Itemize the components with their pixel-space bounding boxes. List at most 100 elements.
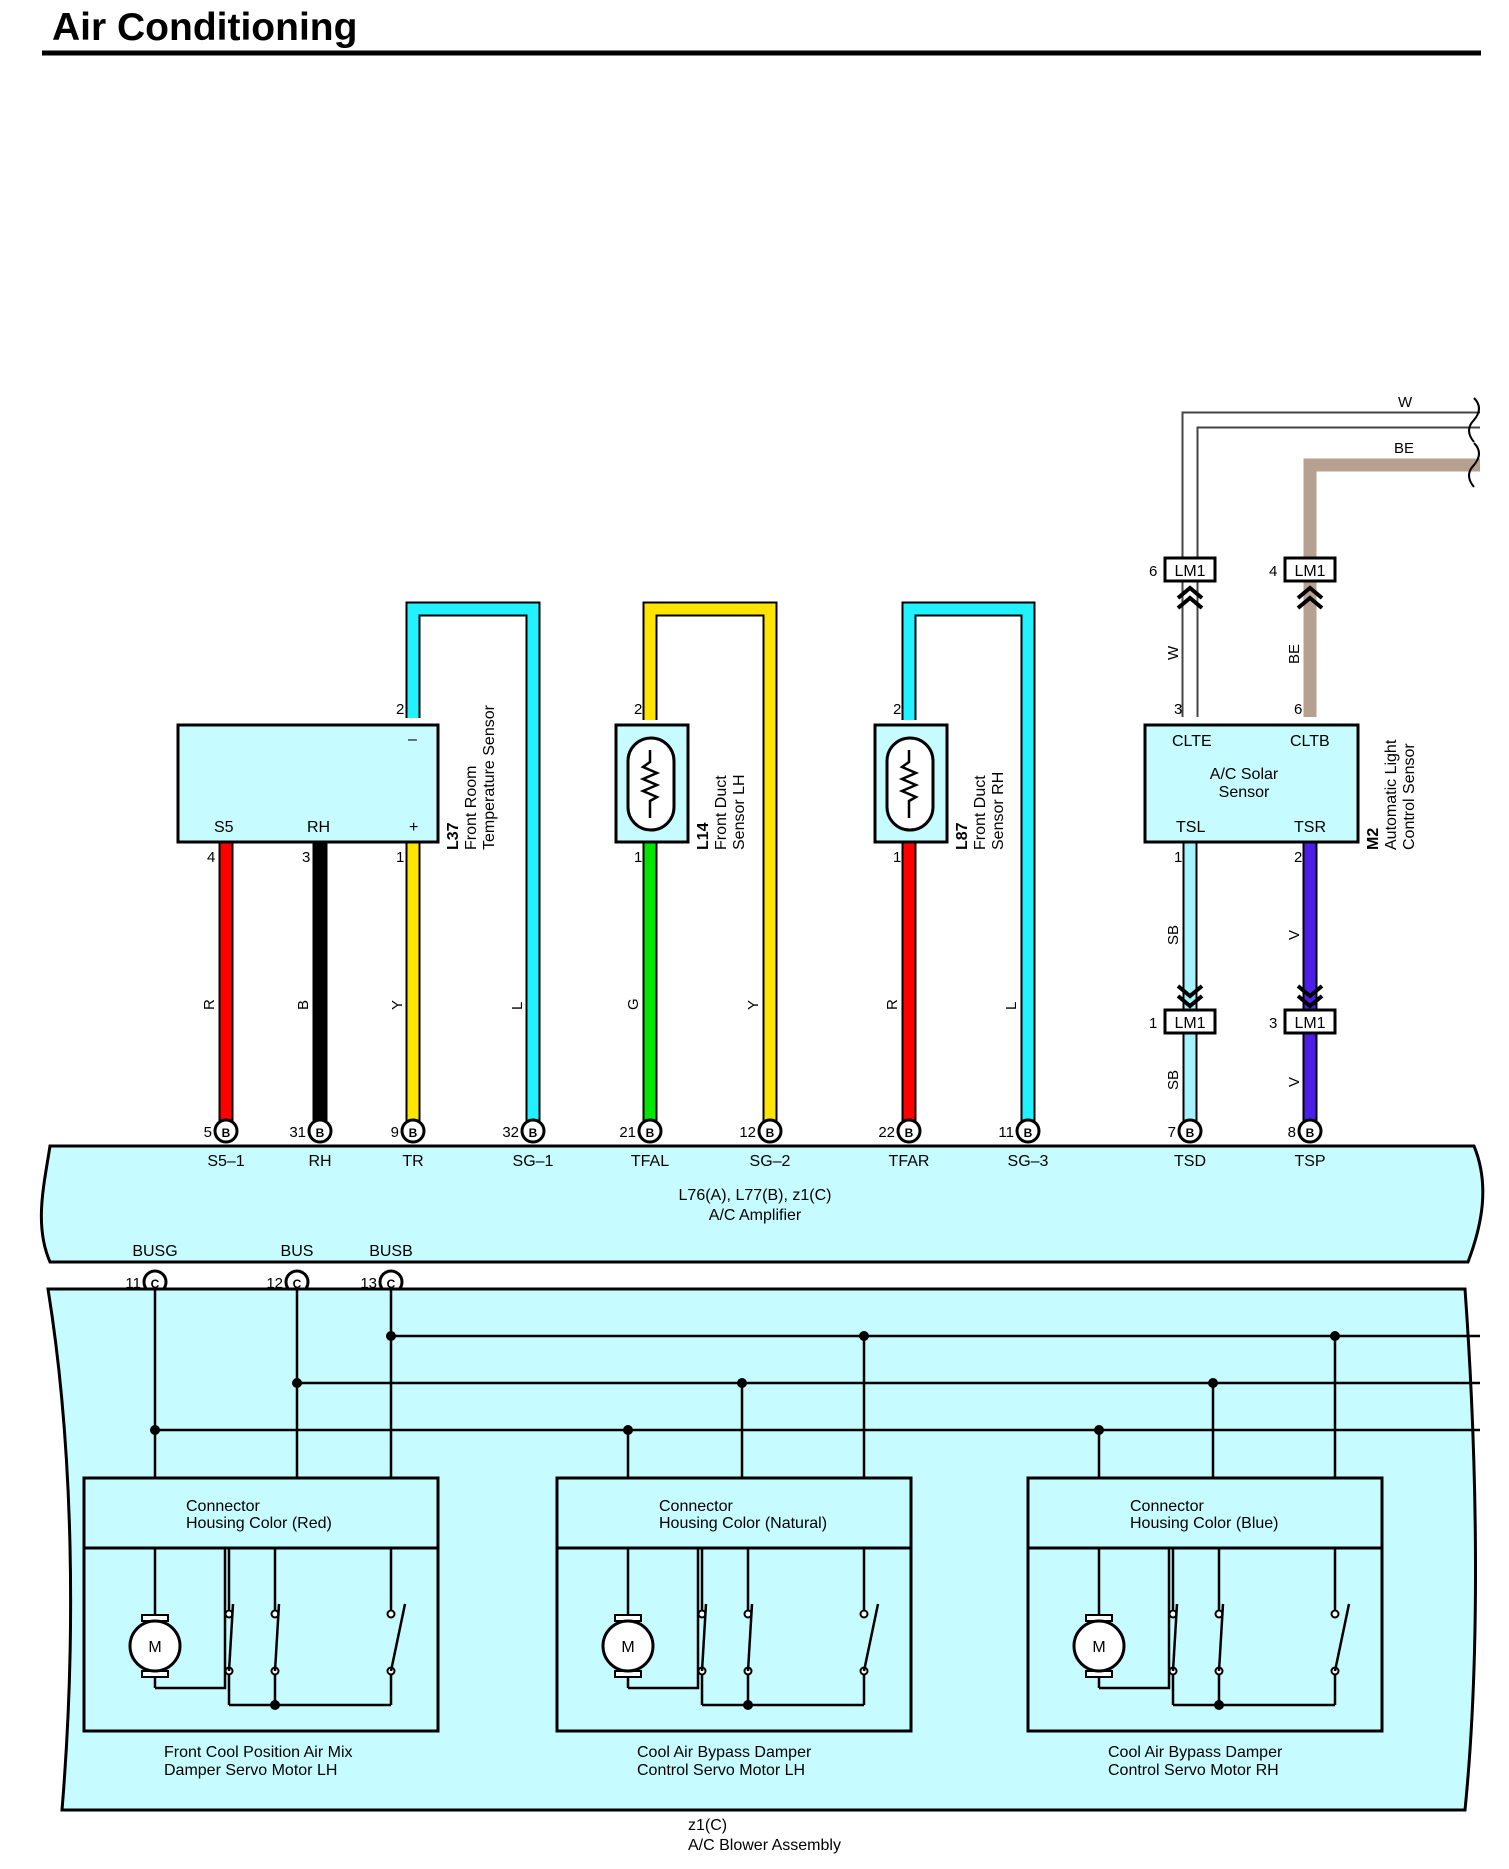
lm1-lower-v-pin: 3 [1269, 1015, 1277, 1032]
servo-name-2: Control Servo Motor RH [1108, 1762, 1279, 1779]
junction-dot [737, 1378, 747, 1388]
servo-name-2: Damper Servo Motor LH [164, 1762, 337, 1779]
amp-pin-number: 9 [391, 1124, 399, 1141]
lm1-lower-v-label: LM1 [1294, 1015, 1325, 1032]
motor-return [1099, 1548, 1171, 1690]
page-title: Air Conditioning [52, 6, 357, 49]
m2-pin-tsl: 1 [1174, 849, 1182, 866]
amp-pin-connector-letter: B [222, 1126, 231, 1140]
lm1-upper-w-pin: 6 [1149, 563, 1157, 580]
amp-pin-label: SG–3 [1008, 1153, 1049, 1170]
amp-pin-circle [520, 1118, 546, 1144]
amp-pin-circle [637, 1118, 663, 1144]
l37-pin-minus: 2 [396, 701, 404, 718]
amp-pin-label: SG–1 [513, 1153, 554, 1170]
l14-ref: L14 [695, 822, 712, 850]
m2-body [1143, 723, 1360, 844]
amplifier-pins-b: B5S5–1B31RHB9TRB32SG–1B21TFALB12SG–2B22T… [204, 1118, 1326, 1170]
l37-term-plus: + [409, 819, 418, 836]
blower-name-2: A/C Blower Assembly [688, 1837, 841, 1854]
servo-name-1: Cool Air Bypass Damper [1108, 1744, 1283, 1761]
amp-c-pin-label: BUSG [132, 1243, 177, 1260]
amp-pin-circle [1297, 1118, 1323, 1144]
l37-pin-plus: 1 [396, 849, 404, 866]
l37-body [176, 723, 440, 844]
wire-code-v: V [1286, 930, 1303, 940]
component-l14: 2 1 L14 Front Duct Sensor LH [614, 701, 748, 866]
wire-code-sb: SB [1165, 925, 1182, 945]
amp-pin-connector-letter: B [905, 1126, 914, 1140]
wire-color-codes: R B Y L G Y R L W BE SB V SB V W BE [201, 394, 1414, 1090]
l37-pin-s5: 4 [207, 849, 215, 866]
junction-dot [1094, 1425, 1104, 1435]
m2-inner-2: Sensor [1219, 784, 1270, 801]
junction-dot [150, 1425, 160, 1435]
servo-housing-color: Housing Color (Blue) [1130, 1515, 1279, 1532]
lm1-upper-be [1283, 556, 1337, 583]
blower-name-1: z1(C) [688, 1817, 727, 1834]
wire-code-b: B [295, 1000, 312, 1010]
wire-l37-sg1 [405, 601, 541, 1129]
servo-housing-color: Housing Color (Red) [186, 1515, 332, 1532]
l14-pin-bottom: 1 [634, 849, 642, 866]
amp-pin-circle [400, 1118, 426, 1144]
wire-l14-sg2 [642, 601, 778, 1129]
junction-dot [292, 1378, 302, 1388]
l14-pin-top: 2 [634, 701, 642, 718]
amp-pin-circle [1177, 1118, 1203, 1144]
lm1-connectors: LM1 6 LM1 4 LM1 1 LM1 3 [1149, 556, 1337, 1035]
wire-code-be-top: BE [1394, 440, 1414, 457]
amp-pin-label: RH [308, 1153, 331, 1170]
amp-pin-circle [307, 1118, 333, 1144]
switch-blade-icon [746, 1603, 754, 1672]
junction-dot [623, 1425, 633, 1435]
l14-name-2: Sensor LH [731, 774, 748, 850]
amp-pin-connector-letter: B [529, 1126, 538, 1140]
amp-pin-number: 5 [204, 1124, 212, 1141]
amp-pin-label: TFAL [631, 1153, 669, 1170]
m2-pin-cltb: 6 [1294, 701, 1302, 718]
junction-dot [386, 1331, 396, 1341]
switch-blade-icon [389, 1603, 407, 1672]
switch-blade-icon [862, 1603, 880, 1672]
wire-l87-sg3 [901, 601, 1036, 1129]
lm1-lower-sb-chevron-icon [1176, 984, 1204, 1009]
motor-symbol: M [148, 1639, 161, 1656]
servo-housing-word: Connector [659, 1498, 733, 1515]
amplifier-body [39, 1144, 1485, 1264]
amp-pin-label: SG–2 [750, 1153, 791, 1170]
wire-l37-sg1-fill [407, 603, 539, 1129]
servo-housing-color: Housing Color (Natural) [659, 1515, 827, 1532]
wire-l14-sg2-fill [644, 603, 776, 1129]
servo-motor-box [1026, 1476, 1384, 1733]
lm1-lower-sb-label: LM1 [1174, 1015, 1205, 1032]
amp-pin-connector-letter: B [316, 1126, 325, 1140]
wire-code-v2: V [1286, 1077, 1303, 1087]
m2-pin-tsr: 2 [1294, 849, 1302, 866]
amp-pin-number: 21 [619, 1124, 636, 1141]
amp-pin-label: S5–1 [207, 1153, 244, 1170]
lm1-upper-w-chevron-icon [1176, 585, 1204, 610]
switch-blade-icon [1171, 1603, 1179, 1672]
wire-code-l: L [509, 1002, 526, 1010]
amp-pin-number: 32 [502, 1124, 519, 1141]
wire-code-sb2: SB [1165, 1070, 1182, 1090]
wire-be [1303, 458, 1480, 717]
l37-pin-rh: 3 [302, 849, 310, 866]
motor-return [628, 1548, 700, 1690]
wire-code-w: W [1165, 645, 1182, 660]
m2-inner-1: A/C Solar [1210, 766, 1279, 783]
switch-blade-icon [1333, 1603, 1351, 1672]
amp-c-pin-connector-letter: C [387, 1277, 396, 1291]
switch-blade-icon [700, 1603, 708, 1672]
l87-name-2: Sensor RH [990, 772, 1007, 850]
lm1-upper-be-chevron-icon [1296, 585, 1324, 610]
l37-term-minus: – [408, 731, 417, 748]
lm1-upper-be-pin: 4 [1269, 563, 1277, 580]
l14-resistor-icon [639, 750, 661, 818]
servo-motor-box [82, 1476, 440, 1733]
wire-break-be [1468, 442, 1480, 488]
switch-blade-icon [1217, 1603, 1225, 1672]
